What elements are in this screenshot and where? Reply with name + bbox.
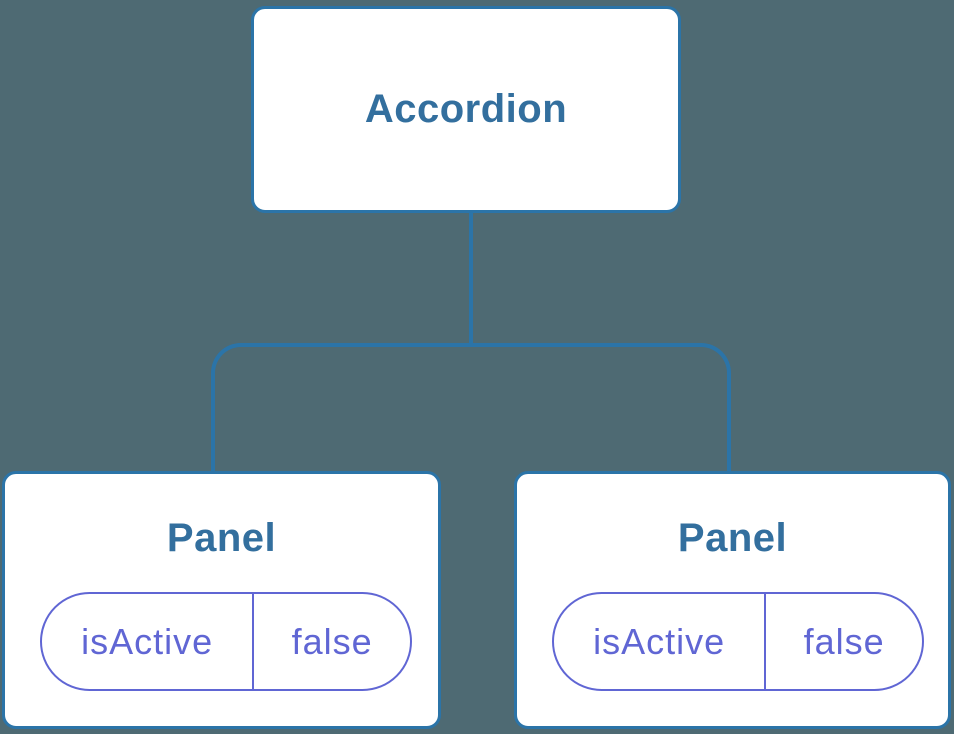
connector-root-stem: [469, 213, 473, 345]
panel-right-state-pill: isActive false: [552, 592, 924, 691]
state-value: false: [803, 620, 885, 662]
connector-branch-bracket: [211, 343, 731, 471]
panel-node-left: Panel isActive false: [2, 471, 441, 729]
panel-left-state-pill: isActive false: [40, 592, 412, 691]
accordion-node-label: Accordion: [364, 87, 568, 131]
panel-right-label: Panel: [677, 516, 788, 560]
panel-node-right: Panel isActive false: [514, 471, 951, 729]
accordion-node: Accordion: [251, 6, 681, 213]
panel-left-label: Panel: [166, 516, 277, 560]
state-value: false: [291, 620, 373, 662]
state-name: isActive: [554, 594, 767, 689]
state-name: isActive: [42, 594, 255, 689]
